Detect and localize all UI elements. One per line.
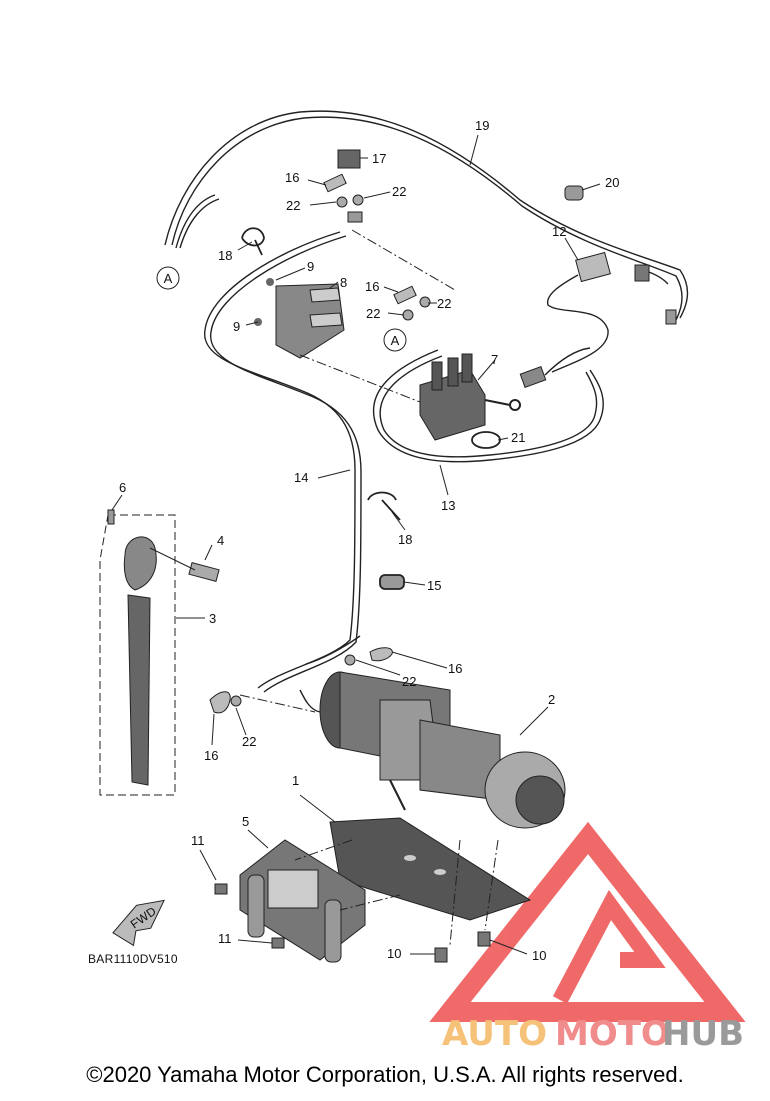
bolts: [214, 883, 491, 963]
cap-20: [564, 185, 584, 201]
callout-16-d: 16: [204, 748, 218, 763]
callout-16-b: 16: [365, 279, 379, 294]
wire-harness: [164, 110, 689, 713]
callout-7: 7: [491, 352, 498, 367]
callout-11-a: 11: [191, 833, 205, 848]
winch-2: [319, 671, 566, 845]
callout-5: 5: [242, 814, 249, 829]
callout-10-a: 10: [387, 946, 401, 961]
connector-12: [519, 251, 677, 388]
callout-6: 6: [119, 480, 126, 495]
callout-22-b: 22: [392, 184, 406, 199]
ref-marker-a-lower: A: [383, 328, 407, 352]
callout-21: 21: [511, 430, 525, 445]
callout-9-b: 9: [233, 319, 240, 334]
callout-22-a: 22: [286, 198, 300, 213]
copyright-notice: ©2020 Yamaha Motor Corporation, U.S.A. A…: [86, 1062, 684, 1087]
callout-8: 8: [340, 275, 347, 290]
watermark-logo: [429, 821, 746, 1022]
callout-13: 13: [441, 498, 455, 513]
callout-16-c: 16: [448, 661, 462, 676]
callout-3: 3: [209, 611, 216, 626]
callout-22-c: 22: [437, 296, 451, 311]
callout-22-d: 22: [366, 306, 380, 321]
mount-plate-1: [329, 817, 532, 921]
svg-text:A: A: [164, 271, 173, 286]
callout-22-e: 22: [402, 674, 416, 689]
callout-18-a: 18: [218, 248, 232, 263]
fwd-arrow-icon: FWD: [112, 899, 165, 947]
leader-lines: [111, 134, 601, 955]
callout-2: 2: [548, 692, 555, 707]
svg-text:AUTO: AUTO: [442, 1014, 547, 1054]
svg-text:MOTO: MOTO: [555, 1014, 670, 1054]
svg-text:HUB: HUB: [662, 1014, 744, 1054]
relay-top: [323, 149, 364, 223]
hook-assembly: [99, 509, 220, 796]
ref-marker-a-upper: A: [156, 266, 180, 290]
callout-16-a: 16: [285, 170, 299, 185]
callout-17: 17: [372, 151, 386, 166]
callout-19: 19: [475, 118, 489, 133]
diagram-code: BAR1110DV510: [88, 952, 178, 966]
callout-15: 15: [427, 578, 441, 593]
solenoid-7: [419, 353, 521, 441]
callout-12: 12: [552, 224, 566, 239]
callout-20: 20: [605, 175, 619, 190]
covers-mid: [393, 285, 431, 321]
callout-1: 1: [292, 773, 299, 788]
callout-4: 4: [217, 533, 224, 548]
watermark-text: AUTO MOTO HUB: [442, 1014, 744, 1054]
callout-14: 14: [294, 470, 308, 485]
covers-lower: [209, 647, 393, 714]
callout-labels: 1 2 3 4 6 5 7 8 9 9 10 10 11 11 12 13 14…: [119, 118, 619, 963]
fairlead-5: [239, 839, 366, 963]
svg-text:A: A: [391, 333, 400, 348]
callout-18-b: 18: [398, 532, 412, 547]
callout-10-b: 10: [532, 948, 546, 963]
bracket-8: [254, 278, 345, 359]
callout-22-f: 22: [242, 734, 256, 749]
callout-11-b: 11: [218, 931, 232, 946]
callout-9-a: 9: [307, 259, 314, 274]
